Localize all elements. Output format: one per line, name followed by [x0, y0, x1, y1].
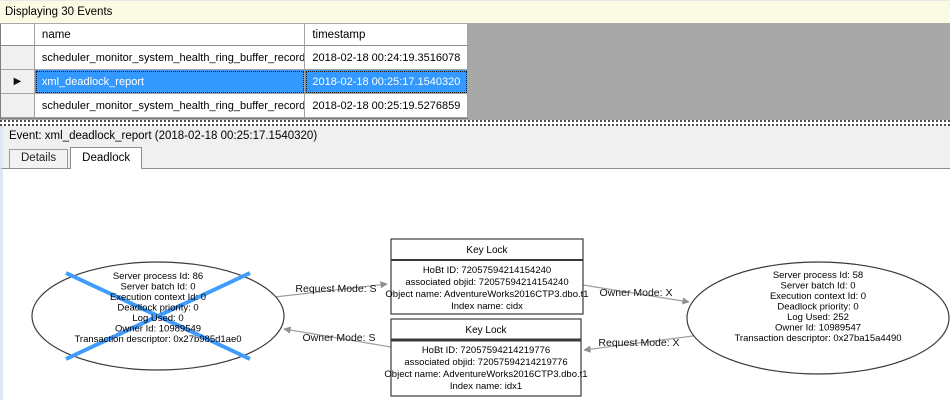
process-line: Log Used: 252 [787, 312, 849, 323]
resource-line: HoBt ID: 72057594214154240 [423, 265, 551, 276]
resource-title: Key Lock [465, 325, 507, 336]
process-line: Transaction descriptor: 0x27ba15a4490 [734, 333, 901, 344]
events-grid-region: name timestamp scheduler_monitor_system_… [0, 24, 950, 120]
row-header-cell[interactable]: ▶ [1, 70, 35, 94]
events-grid-header: name timestamp [1, 24, 468, 46]
deadlock-graph-panel: Request Mode: S Owner Mode: S Owner Mode… [0, 168, 950, 400]
row-header-cell[interactable] [1, 46, 35, 70]
tab-details[interactable]: Details [9, 149, 69, 168]
process-line: Server batch Id: 0 [121, 282, 196, 293]
deadlock-graph: Request Mode: S Owner Mode: S Owner Mode… [31, 238, 950, 397]
edge-request-mode-x: Request Mode: X [583, 335, 694, 353]
process-line: Deadlock priority: 0 [777, 302, 858, 313]
victim-cross-icon [65, 271, 251, 361]
resource-node-key-lock-cidx[interactable]: Key Lock HoBt ID: 72057594214154240 asso… [385, 238, 589, 315]
row-header-cell[interactable] [1, 94, 35, 118]
column-header-name[interactable]: name [34, 24, 306, 46]
selected-event-bar: Event: xml_deadlock_report (2018-02-18 0… [0, 126, 950, 146]
process-line: Server batch Id: 0 [781, 281, 856, 292]
resource-line: Index name: cidx [451, 301, 523, 312]
events-count-label: Displaying 30 Events [5, 6, 113, 18]
edge-label-owner-s: Owner Mode: S [303, 332, 376, 344]
edge-label-request-x: Request Mode: X [598, 337, 679, 349]
edge-owner-mode-x: Owner Mode: X [582, 284, 690, 305]
process-line: Execution context Id: 0 [770, 291, 866, 302]
event-name-cell[interactable]: xml_deadlock_report [34, 70, 306, 94]
table-row[interactable]: scheduler_monitor_system_health_ring_buf… [1, 46, 468, 70]
edge-owner-mode-s: Owner Mode: S [283, 326, 392, 348]
process-line: Log Used: 0 [132, 313, 183, 324]
process-line: Execution context Id: 0 [110, 292, 206, 303]
process-node-other[interactable]: Server process Id: 58 Server batch Id: 0… [686, 261, 950, 375]
process-line: Server process Id: 58 [773, 270, 863, 281]
event-timestamp-cell[interactable]: 2018-02-18 00:24:19.3516078 [305, 46, 468, 70]
table-row[interactable]: scheduler_monitor_system_health_ring_buf… [1, 94, 468, 118]
events-grid: name timestamp scheduler_monitor_system_… [0, 24, 468, 119]
resource-line: Index name: idx1 [450, 381, 522, 392]
process-line: Deadlock priority: 0 [117, 303, 198, 314]
table-row-selected[interactable]: ▶ xml_deadlock_report 2018-02-18 00:25:1… [1, 70, 468, 94]
process-line: Owner Id: 10989549 [115, 324, 201, 335]
tab-deadlock[interactable]: Deadlock [70, 147, 143, 169]
edge-label-request-s: Request Mode: S [295, 283, 376, 295]
horizontal-splitter[interactable] [0, 120, 950, 126]
detail-tab-strip: Details Deadlock [0, 146, 950, 169]
event-name-cell[interactable]: scheduler_monitor_system_health_ring_buf… [34, 46, 306, 70]
process-node-victim[interactable]: Server process Id: 86 Server batch Id: 0… [31, 261, 285, 371]
edge-label-owner-x: Owner Mode: X [600, 287, 673, 299]
resource-title: Key Lock [466, 245, 508, 256]
selected-event-label: Event: xml_deadlock_report (2018-02-18 0… [9, 130, 318, 142]
event-timestamp-cell[interactable]: 2018-02-18 00:25:17.1540320 [305, 70, 468, 94]
event-timestamp-cell[interactable]: 2018-02-18 00:25:19.5276859 [305, 94, 468, 118]
process-line: Owner Id: 10989547 [775, 323, 861, 334]
event-name-cell[interactable]: scheduler_monitor_system_health_ring_buf… [34, 94, 306, 118]
column-header-timestamp[interactable]: timestamp [305, 24, 468, 46]
resource-line: associated objid: 72057594214219776 [404, 357, 567, 368]
row-header-corner[interactable] [1, 24, 35, 46]
edge-request-mode-s: Request Mode: S [274, 281, 388, 298]
process-line: Transaction descriptor: 0x27b985d1ae0 [74, 334, 241, 345]
resource-line: Object name: AdventureWorks2016CTP3.dbo.… [385, 289, 588, 300]
resource-line: HoBt ID: 72057594214219776 [422, 345, 550, 356]
resource-line: Object name: AdventureWorks2016CTP3.dbo.… [384, 369, 587, 380]
events-count-bar: Displaying 30 Events [0, 1, 950, 24]
resource-line: associated objid: 72057594214154240 [405, 277, 568, 288]
resource-node-key-lock-idx1[interactable]: Key Lock HoBt ID: 72057594214219776 asso… [384, 318, 588, 397]
current-row-marker-icon: ▶ [13, 75, 22, 87]
process-line: Server process Id: 86 [113, 271, 203, 282]
